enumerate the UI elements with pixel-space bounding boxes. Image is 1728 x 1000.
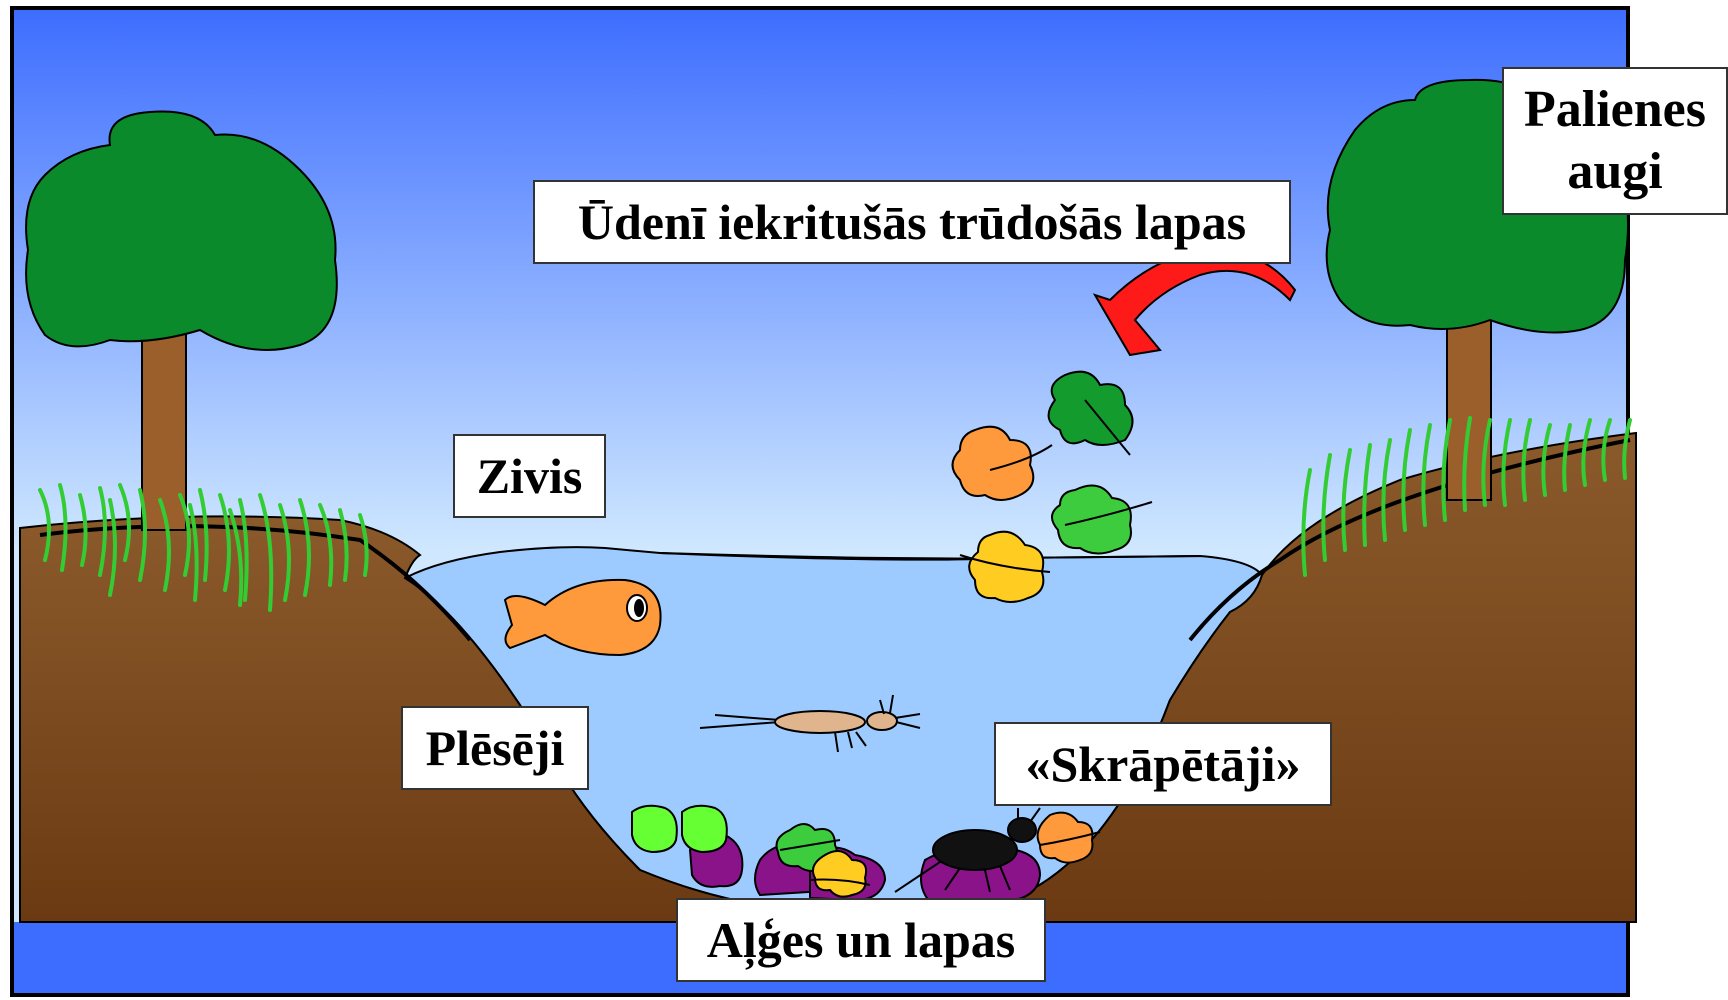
leaf-icon [959,530,1051,603]
fish-icon [503,578,662,657]
floodplain-plants-line-1: Palienes [1524,81,1706,138]
tree-icon [25,110,338,351]
floodplain-plants-label: Palienes augi [1502,67,1728,215]
scrapers-text: «Skrāpētāji» [1025,736,1301,792]
algae-and-leaves-text: Aļģes un lapas [706,912,1016,968]
fallen-leaves-text: Ūdenī iekritušās trūdošās lapas [577,194,1247,250]
leaf-icon [951,425,1053,501]
grass-left [38,483,369,612]
fish-label: Zivis [453,434,606,518]
fallen-leaves-label: Ūdenī iekritušās trūdošās lapas [533,180,1291,264]
leaf-icon [1047,370,1134,456]
fish-text: Zivis [476,448,583,504]
scrapers-label: «Skrāpētāji» [994,722,1332,806]
leaf-icon [1051,484,1153,555]
beetle-icon [894,807,1041,893]
grass-right [1301,416,1632,577]
left-bank-edge [39,524,472,642]
algae-and-leaves-label: Aļģes un lapas [676,898,1046,982]
larva-icon [699,694,921,753]
predators-label: Plēsēji [401,706,589,790]
predators-text: Plēsēji [425,720,565,776]
floodplain-plants-line-2: augi [1567,143,1663,200]
right-bank-edge [1188,438,1631,642]
